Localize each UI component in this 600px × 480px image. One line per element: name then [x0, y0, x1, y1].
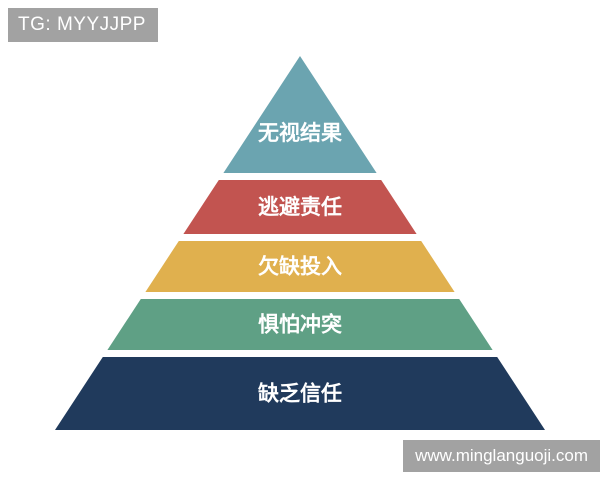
pyramid-layer-5	[55, 357, 545, 430]
pyramid-layer-label-4: 惧怕冲突	[258, 313, 342, 337]
pyramid-layer-1	[223, 56, 377, 173]
pyramid-layer-label-2: 逃避责任	[258, 195, 342, 219]
pyramid-layer-4	[107, 299, 493, 350]
pyramid-layer-2	[183, 180, 417, 234]
watermark-website: www.minglanguoji.com	[403, 440, 600, 472]
pyramid-layer-label-5: 缺乏信任	[258, 382, 342, 406]
pyramid-layer-label-1: 无视结果	[258, 121, 342, 145]
pyramid-layer-label-3: 欠缺投入	[258, 255, 342, 279]
watermark-telegram: TG: MYYJJPP	[8, 8, 158, 42]
pyramid-layer-3	[145, 241, 455, 292]
